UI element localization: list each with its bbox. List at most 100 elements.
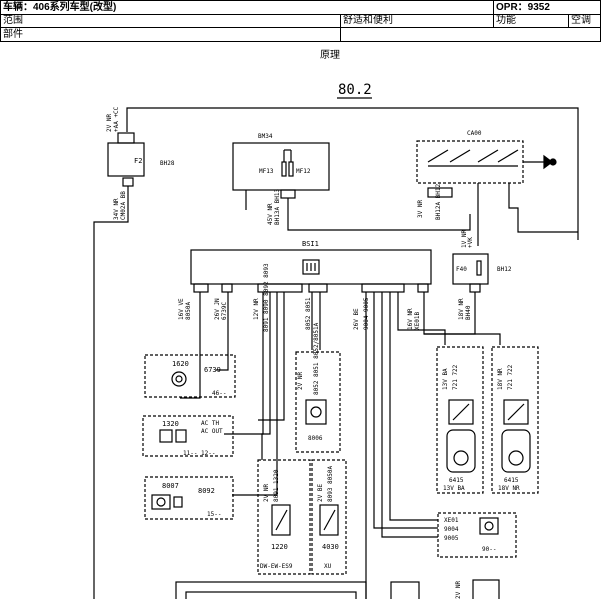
comp-1220-wires: 8091 1320 xyxy=(273,469,280,502)
comp-6415b-top: 18V NR xyxy=(497,368,504,390)
sensor-4030-icon xyxy=(319,504,339,536)
bsi-16v-wire: 8050A xyxy=(185,302,192,320)
comp-15-label: 15-- xyxy=(207,511,221,518)
bh28-wires-label: CM02A BB xyxy=(120,191,127,220)
comp-8006-label: 8006 xyxy=(308,435,323,442)
header-row-part: 部件 xyxy=(0,28,601,42)
bm34-to-ca00-line xyxy=(287,198,471,231)
mf13-label: MF13 xyxy=(259,168,274,175)
comp-6415a-sub: 13V BA xyxy=(443,485,465,492)
ca00-contact-3 xyxy=(477,149,499,163)
function-value: 空调 xyxy=(569,14,601,27)
bsi1-chip-icon xyxy=(302,259,320,275)
comp-6415a-wires: 721 722 xyxy=(452,364,459,390)
motor-6415b-icon xyxy=(501,429,531,473)
bsi1-label: BSI1 xyxy=(302,240,319,248)
opr-label: OPR：9352 xyxy=(494,1,601,14)
bottom-module-left xyxy=(175,581,367,599)
comp-6415a-sensor xyxy=(448,399,474,425)
bsi-2v-wires: 8052 8051 xyxy=(305,297,312,330)
ca00-wires-label: BH12A BH12 xyxy=(435,183,442,220)
comp-8092-label: 8092 xyxy=(198,487,215,495)
header-row-scope: 范围 舒适和便利 功能 空调 xyxy=(0,14,601,28)
dw-ew-es9-label: DW-EW-ES9 xyxy=(260,563,293,570)
bsi1-conn-16 xyxy=(417,283,429,293)
mf12-fuse xyxy=(288,161,294,177)
comp-6415b-sensor xyxy=(503,399,529,425)
ca00-connector xyxy=(427,187,453,198)
header-row-vehicle: 车辆：406系列车型(改型) OPR：9352 xyxy=(0,0,601,15)
comp-4030-box xyxy=(311,459,347,575)
comp-1320-label: 1320 xyxy=(162,420,179,428)
bsi1-conn-5-10 xyxy=(257,283,303,293)
f40-below-label: 18V NR xyxy=(458,298,465,320)
mf13-fuse xyxy=(281,161,287,177)
fuse-f2-bottom-conn xyxy=(122,177,134,187)
comp-6739-label: 6739 xyxy=(204,366,221,374)
bsi1-conn-21-24 xyxy=(361,283,405,293)
comp-4030-wires: 8093 8050A xyxy=(327,465,334,502)
bm34-connector xyxy=(280,189,296,199)
function-label: 功能 xyxy=(494,14,569,27)
comp-1320-box xyxy=(142,415,234,457)
ca00-contact-4 xyxy=(497,149,519,163)
comp-8007-label: 8007 xyxy=(162,482,179,490)
category-label: 舒适和便利 xyxy=(341,14,494,27)
bottom-right-label: 2V NR xyxy=(455,581,462,599)
bm34-label: BM34 xyxy=(258,133,273,140)
bsi-16v-nr-label: 16V NR xyxy=(407,308,414,330)
ca00-box xyxy=(416,140,524,184)
comp-4030-top: 2V BE xyxy=(317,484,324,502)
xu-label: XU xyxy=(324,563,332,570)
comp-6415b-label: 6415 xyxy=(504,477,519,484)
bsi-16v-label: 16V VE xyxy=(178,298,185,320)
ca00-below-label: 3V NR xyxy=(417,200,424,218)
bh12-label: BH12 xyxy=(497,266,512,273)
bsi-12v-wires: 8091 8090 8092 8093 xyxy=(263,263,270,332)
bsi-26v-be-label: 26V BE xyxy=(353,308,360,330)
comp-1620-box xyxy=(144,354,236,398)
comp-46-label: 46-- xyxy=(212,390,226,397)
bsi1-conn-13 xyxy=(193,283,209,293)
part-value xyxy=(341,28,601,41)
key-icon xyxy=(543,154,553,170)
motor-6415a-icon xyxy=(446,429,476,473)
bm34-wires-label: BH13A BH13 xyxy=(274,188,281,225)
sensor-1220-icon xyxy=(271,504,291,536)
connector-xe01-icon xyxy=(479,517,499,535)
comp-8006-top-label: 2V NR xyxy=(297,372,304,390)
comp-8006-box xyxy=(295,351,341,453)
comp-1220-box xyxy=(257,459,311,575)
fuse-f40-label: F40 xyxy=(456,266,467,273)
fuse-f2-connector xyxy=(117,132,135,144)
top-left-wires-label: +AA +CC xyxy=(113,106,120,132)
ac-out-label: AC OUT xyxy=(201,428,223,435)
fuse-f40-element xyxy=(476,260,482,276)
ca00-right-label: 1V NR xyxy=(461,230,468,248)
bsi-26v-wire: 6739C xyxy=(221,302,228,320)
bh28-label: BH28 xyxy=(160,160,175,167)
bottom-module-mid xyxy=(390,581,420,599)
comp-6415b-box xyxy=(491,346,539,494)
wiring-diagram: 80.2 2V NR +AA +CC F2 BH28 34V NR CM02A … xyxy=(93,82,579,599)
bh28-below-label: 34V NR xyxy=(113,198,120,220)
comp-90-box xyxy=(437,512,517,558)
page-number: 80.2 xyxy=(338,82,372,98)
bottom-module-right xyxy=(472,579,500,599)
ac-th-label: AC TH xyxy=(201,420,219,427)
comp-1620-label: 1620 xyxy=(172,360,189,368)
sensor-1620-icon xyxy=(171,371,187,387)
comp-1220-top: 2V NR xyxy=(263,484,270,502)
top-left-conn-label: 2V NR xyxy=(106,114,113,132)
scope-label: 范围 xyxy=(0,14,341,27)
fuse-f2-label: F2 xyxy=(134,157,142,165)
ca00-contact-2 xyxy=(449,149,471,163)
wire-9005-label: 9005 xyxy=(444,535,459,542)
principle-label: 原理 xyxy=(320,50,340,61)
bm34-box xyxy=(232,142,330,191)
ca00-right-wire: +VK xyxy=(467,237,474,248)
top-supply-line xyxy=(126,107,579,240)
comp-8006-sensor xyxy=(305,399,327,425)
comp-6415a-box xyxy=(436,346,484,494)
comp-1220-label: 1220 xyxy=(271,543,288,551)
